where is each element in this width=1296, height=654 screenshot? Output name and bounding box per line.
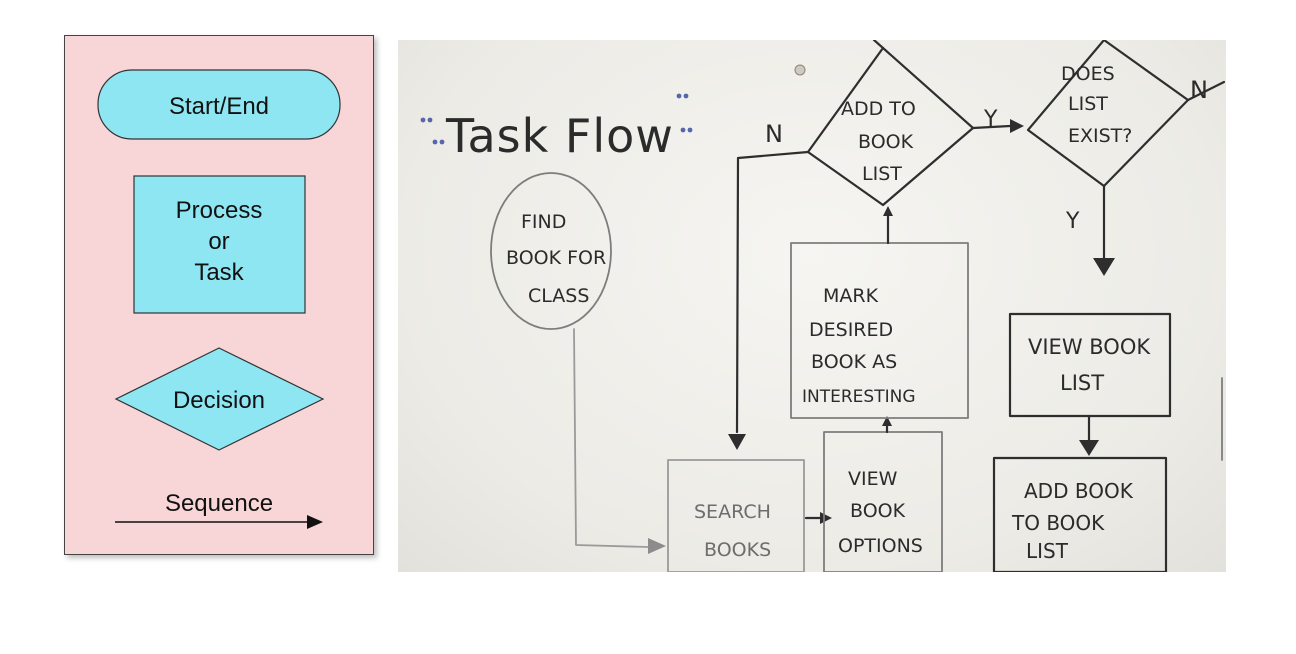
node-mark-desired-line-1: MARK <box>823 285 879 307</box>
node-mark-desired-shape <box>790 242 969 419</box>
legend-start-end-label: Start/End <box>169 93 269 120</box>
node-search-books-line-2: BOOKS <box>704 539 771 561</box>
edge-search-to-options-arrowhead <box>820 512 832 524</box>
whiteboard-svg: Task Flow FIND BOOK FOR CLASS SEARCH BOO… <box>420 40 1226 572</box>
edge-view-to-add-book-arrowhead <box>1079 440 1099 456</box>
node-mark-desired-line-2: DESIRED <box>809 319 893 341</box>
edge-find-to-search <box>573 328 649 548</box>
node-add-to-list-line-3: LIST <box>862 163 902 185</box>
node-list-exist-line-3: EXIST? <box>1068 125 1132 147</box>
legend-decision-shape <box>114 347 325 451</box>
node-find-book-line-3: CLASS <box>528 285 589 307</box>
node-view-book-list-line-2: LIST <box>1060 371 1104 395</box>
node-add-to-list-line-1: ADD TO <box>841 98 916 120</box>
edge-add-no-label: N <box>765 120 783 148</box>
edge-add-yes <box>971 124 1012 130</box>
node-search-books-line-1: SEARCH <box>694 501 771 523</box>
edge-exist-yes-arrowhead <box>1093 258 1115 276</box>
node-view-book-list-line-1: VIEW BOOK <box>1028 335 1151 359</box>
legend-process-line-3: Task <box>194 259 244 286</box>
edge-exist-no <box>1186 80 1226 102</box>
legend-panel: Start/End Process or Task Decision Seque… <box>64 35 374 555</box>
edge-exist-no-label: N <box>1190 76 1208 104</box>
node-add-to-list-shape <box>806 46 975 207</box>
edge-exist-yes-label: Y <box>1065 209 1080 234</box>
legend-process-shape <box>133 175 306 314</box>
legend-sequence-label: Sequence <box>165 490 273 517</box>
node-mark-desired-line-4: INTERESTING <box>802 387 916 407</box>
node-view-book-list-shape <box>1008 312 1172 418</box>
node-find-book-line-1: FIND <box>521 211 566 233</box>
title-decoration-left <box>420 117 445 145</box>
node-add-to-list-line-2: BOOK <box>858 131 914 153</box>
edge-add-yes-arrowhead <box>1010 119 1024 133</box>
board-title: Task Flow <box>445 109 674 163</box>
node-view-options-shape <box>823 431 943 572</box>
legend-process-line-2: or <box>208 228 229 255</box>
legend-process-line-1: Process <box>176 197 263 224</box>
magnet-icon <box>794 64 806 76</box>
edge-find-to-search-arrowhead <box>648 538 666 554</box>
node-list-exist-shape <box>1026 40 1190 188</box>
edge-mark-to-add-arrowhead <box>883 206 893 216</box>
node-add-book-to-list-line-1: ADD BOOK <box>1024 479 1134 503</box>
legend-start-end-shape <box>97 69 341 140</box>
node-add-book-to-list-line-3: LIST <box>1026 539 1069 563</box>
node-list-exist-line-1: DOES <box>1061 63 1115 85</box>
whiteboard-photo: Task Flow FIND BOOK FOR CLASS SEARCH BOO… <box>398 40 1226 572</box>
node-find-book-shape <box>490 172 612 330</box>
node-list-exist-line-2: LIST <box>1068 93 1108 115</box>
node-find-book-line-2: BOOK FOR <box>506 247 606 269</box>
edge-add-no-arrowhead <box>728 434 746 450</box>
title-decoration-right <box>676 93 693 133</box>
node-mark-desired-line-3: BOOK AS <box>811 351 897 373</box>
edge-options-to-mark-arrowhead <box>882 416 892 426</box>
node-search-books-shape <box>667 459 805 572</box>
node-view-options-line-1: VIEW <box>848 468 898 490</box>
legend-svg: Start/End Process or Task Decision Seque… <box>97 69 341 529</box>
edge-add-no <box>735 150 810 434</box>
node-add-to-list-top-edge <box>872 40 885 50</box>
node-add-book-to-list-line-2: TO BOOK <box>1011 511 1105 535</box>
node-view-options-line-2: BOOK <box>850 500 906 522</box>
node-view-options-line-3: OPTIONS <box>838 535 923 557</box>
node-add-book-to-list-shape <box>992 456 1168 572</box>
legend-sequence-arrowhead <box>307 515 323 529</box>
legend-decision-label: Decision <box>173 387 265 414</box>
